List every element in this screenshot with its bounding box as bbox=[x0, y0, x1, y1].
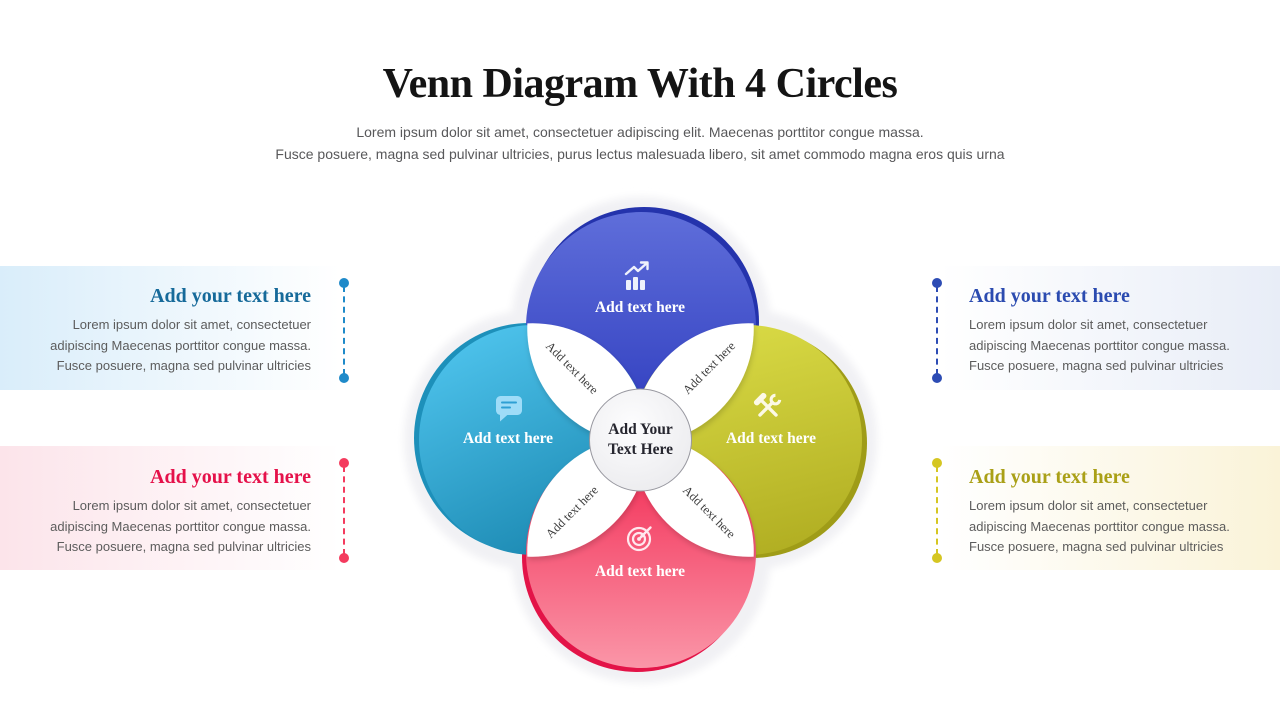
text-block-bottom-right: Add your text here Lorem ipsum dolor sit… bbox=[969, 466, 1241, 558]
connector-dashed-line bbox=[936, 466, 938, 555]
text-block-body-line: adipiscing Maecenas porttitor congue mas… bbox=[969, 337, 1230, 353]
tint-band-bottom-right bbox=[940, 446, 1280, 570]
tint-band-top-left bbox=[0, 266, 340, 390]
text-block-heading: Add your text here bbox=[969, 466, 1130, 488]
connector-bottom-right bbox=[932, 458, 942, 563]
connector-dashed-line bbox=[343, 286, 345, 375]
text-block-body-line: adipiscing Maecenas porttitor congue mas… bbox=[50, 518, 311, 534]
center-circle bbox=[589, 388, 692, 492]
text-block-bottom-left: Add your text here Lorem ipsum dolor sit… bbox=[39, 466, 311, 558]
center-label-line-1: Add Your bbox=[608, 421, 673, 438]
subtitle-line-2: Fusce posuere, magna sed pulvinar ultric… bbox=[275, 146, 1005, 162]
connector-dot bbox=[339, 458, 349, 468]
text-block-body-line: Fusce posuere, magna sed pulvinar ultric… bbox=[56, 539, 311, 554]
text-block-body-line: Lorem ipsum dolor sit amet, consectetuer bbox=[969, 317, 1208, 332]
center-label-line-2: Text Here bbox=[608, 441, 673, 458]
petal-top-left bbox=[527, 323, 648, 444]
connector-dot bbox=[339, 278, 349, 288]
text-block-body-line: Lorem ipsum dolor sit amet, consectetuer bbox=[72, 498, 311, 513]
connector-dot bbox=[339, 373, 349, 383]
growth-chart-icon bbox=[624, 261, 649, 290]
right-circle-label: Add text here bbox=[726, 430, 816, 447]
text-block-top-left: Add your text here Lorem ipsum dolor sit… bbox=[39, 285, 311, 377]
subtitle-line-1: Lorem ipsum dolor sit amet, consectetuer… bbox=[356, 124, 924, 140]
target-icon bbox=[626, 526, 652, 552]
page-subtitle: Lorem ipsum dolor sit amet, consectetuer… bbox=[0, 121, 1280, 165]
text-block-body-line: Fusce posuere, magna sed pulvinar ultric… bbox=[56, 358, 311, 373]
text-block-body-line: Fusce posuere, magna sed pulvinar ultric… bbox=[969, 539, 1224, 554]
text-block-top-right: Add your text here Lorem ipsum dolor sit… bbox=[969, 285, 1241, 377]
tint-band-top-right bbox=[940, 266, 1280, 390]
connector-top-right bbox=[932, 278, 942, 383]
venn-diagram: Add text here Add text here Add text her… bbox=[404, 197, 877, 683]
text-block-heading: Add your text here bbox=[969, 285, 1130, 307]
page-title: Venn Diagram With 4 Circles bbox=[382, 61, 898, 107]
connector-dot bbox=[932, 458, 942, 468]
connector-bottom-left bbox=[339, 458, 349, 563]
text-block-body-line: Fusce posuere, magna sed pulvinar ultric… bbox=[969, 358, 1224, 373]
connector-dot bbox=[932, 278, 942, 288]
text-block-body-line: adipiscing Maecenas porttitor congue mas… bbox=[969, 518, 1230, 534]
connector-dashed-line bbox=[936, 286, 938, 375]
left-circle-label: Add text here bbox=[463, 430, 553, 447]
connector-dot bbox=[339, 553, 349, 563]
connector-dot bbox=[932, 373, 942, 383]
tools-icon bbox=[753, 392, 782, 417]
text-block-body-line: adipiscing Maecenas porttitor congue mas… bbox=[50, 337, 311, 353]
bottom-circle-label: Add text here bbox=[595, 563, 685, 580]
top-circle-label: Add text here bbox=[595, 299, 685, 316]
connector-dot bbox=[932, 553, 942, 563]
connector-dashed-line bbox=[343, 466, 345, 555]
tint-band-bottom-left bbox=[0, 446, 340, 570]
text-block-heading: Add your text here bbox=[150, 285, 311, 307]
text-block-heading: Add your text here bbox=[150, 466, 311, 488]
connector-top-left bbox=[339, 278, 349, 383]
text-block-body-line: Lorem ipsum dolor sit amet, consectetuer bbox=[72, 317, 311, 332]
chat-message-icon bbox=[496, 396, 522, 422]
text-block-body-line: Lorem ipsum dolor sit amet, consectetuer bbox=[969, 498, 1208, 513]
